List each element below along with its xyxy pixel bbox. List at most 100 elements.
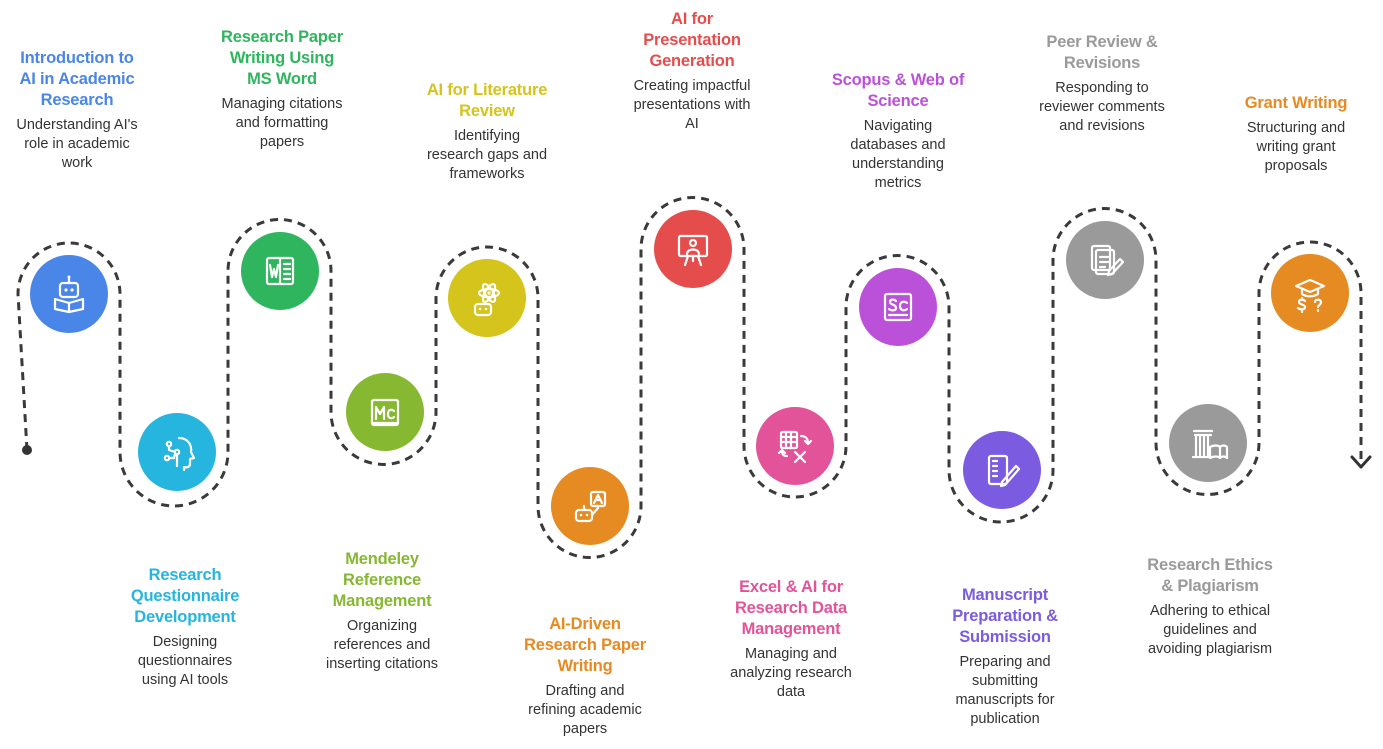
step-title-line: Revisions (1063, 54, 1141, 72)
start-dot (22, 445, 32, 455)
step-description-line: Managing and (745, 646, 837, 662)
step-description-line: AI (685, 116, 699, 132)
step-description-line: databases and (850, 137, 946, 153)
step-description-line: role in academic (24, 136, 130, 152)
end-arrow-icon (1350, 455, 1372, 469)
step-node-9 (859, 268, 937, 346)
step-title-line: Research Ethics (1147, 556, 1273, 574)
pillar-book-icon (1191, 429, 1229, 460)
step-title-line: Manuscript (961, 586, 1048, 604)
step-description-line: inserting citations (325, 656, 439, 672)
step-description-line: Responding to (1055, 80, 1149, 96)
scopus-icon (883, 292, 913, 322)
step-title-line: Grant Writing (1244, 94, 1348, 112)
step-description-line: refining academic (528, 702, 642, 718)
step-node-2 (138, 413, 216, 491)
step-node-4 (346, 373, 424, 451)
step-description-line: Managing citations (221, 96, 343, 112)
step-node-5 (448, 259, 526, 337)
dashed-connector-line (16, 196, 1363, 559)
step-title-line: Excel & AI for (739, 578, 843, 596)
step-title-line: Generation (649, 52, 735, 70)
step-description-line: references and (333, 637, 431, 653)
step-title-line: Mendeley (345, 550, 419, 568)
step-title-line: MS Word (247, 70, 317, 88)
step-description: Understanding AI's role in academic work (0, 116, 162, 173)
robot-writing-icon (574, 490, 607, 523)
step-description-line: data (776, 684, 806, 700)
step-title-line: Questionnaire (130, 587, 240, 605)
step-description-line: Structuring and (1246, 120, 1346, 136)
step-title-line: Management (741, 620, 841, 638)
step-title: Peer Review &Revisions (1017, 32, 1187, 74)
step-node-6 (551, 467, 629, 545)
step-description-line: Designing (152, 634, 218, 650)
step-title-line: Science (867, 92, 929, 110)
step-description-line: Navigating (863, 118, 933, 134)
step-description-line: Creating impactful (633, 78, 751, 94)
step-description-line: manuscripts for (955, 692, 1055, 708)
step-description-line: avoiding plagiarism (1147, 641, 1273, 657)
step-description-line: Drafting and (545, 683, 625, 699)
step-title-line: Development (134, 608, 236, 626)
robot-atom-icon (473, 283, 501, 317)
manuscript-pen-icon (987, 454, 1021, 488)
step-title: Research Ethics & Plagiarism (1125, 555, 1295, 597)
step-node-11 (1066, 221, 1144, 299)
step-description-line: publication (970, 711, 1040, 727)
step-description-line: proposals (1264, 158, 1328, 174)
step-title-line: Scopus & Web of (831, 71, 965, 89)
step-description-line: presentations with (633, 97, 751, 113)
step-title-line: Introduction to (20, 49, 134, 67)
step-description-line: submitting (971, 673, 1039, 689)
step-title-line: Reference (343, 571, 421, 589)
step-node-10 (963, 431, 1041, 509)
step-title-line: Presentation (643, 31, 741, 49)
step-description-line: and formatting (235, 115, 329, 131)
step-description-line: writing grant (1256, 139, 1336, 155)
step-title-line: & Plagiarism (1161, 577, 1259, 595)
step-node-8 (756, 407, 834, 485)
step-description: Structuring and writing grant proposals (1211, 119, 1381, 176)
ms-word-icon (265, 256, 295, 286)
step-description-line: work (61, 155, 93, 171)
step-title: Scopus & Web of Science (813, 70, 983, 112)
presenter-board-icon (677, 234, 709, 267)
step-description-line: papers (562, 721, 608, 737)
ai-head-circuit-icon (163, 436, 196, 472)
mendeley-icon (370, 398, 400, 427)
step-description-line: guidelines and (1163, 622, 1257, 638)
step-description-line: frameworks (449, 166, 525, 182)
step-title-line: Research (40, 91, 114, 109)
step-node-1 (30, 255, 108, 333)
step-description-line: understanding (852, 156, 944, 172)
step-title-line: AI in Academic (19, 70, 135, 88)
step-title-line: Review (459, 102, 515, 120)
step-description-line: Understanding AI's (16, 117, 138, 133)
step-title-line: AI for Literature (426, 81, 548, 99)
step-node-3 (241, 232, 319, 310)
step-description-line: metrics (874, 175, 922, 191)
